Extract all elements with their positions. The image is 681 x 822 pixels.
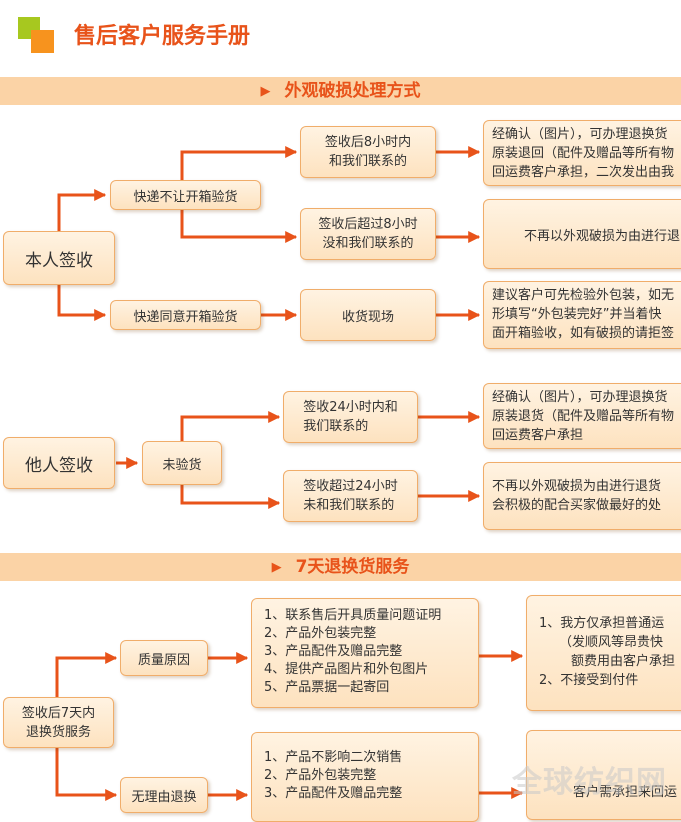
node-not-inspected: 未验货	[142, 441, 222, 485]
node-label: 签收后超过8小时 没和我们联系的	[318, 215, 417, 253]
line: 经确认（图片），可办理退换货	[492, 390, 668, 405]
section-band-appearance: ▶ 外观破损处理方式	[0, 77, 681, 105]
section-title: 外观破损处理方式	[284, 81, 421, 101]
line: 额费用由客户承担	[571, 654, 676, 669]
watermark: 全球纺织网	[512, 765, 667, 800]
node-label: 签收24小时内和 我们联系的	[303, 398, 398, 436]
connector	[180, 411, 281, 441]
connector	[180, 485, 281, 509]
node-on-site: 收货现场	[300, 289, 436, 341]
connector	[55, 748, 118, 801]
line: 签收24小时内和	[303, 400, 398, 415]
line: 经确认（图片），可办理退换货	[492, 127, 668, 142]
node-label: 快递同意开箱验货	[133, 309, 238, 325]
node-courier-allow-open: 快递同意开箱验货	[110, 300, 261, 330]
node-courier-no-open: 快递不让开箱验货	[110, 180, 261, 210]
node-after-24h: 签收超过24小时 未和我们联系的	[283, 470, 418, 522]
line: 签收后7天内	[21, 705, 96, 721]
line: 客户需承担来回运	[573, 785, 678, 800]
node-within-8h: 签收后8小时内 和我们联系的	[300, 126, 436, 178]
result-within-8h: 经确认（图片），可办理退换货 原装退回（配件及赠品等所有物 回运费客户承担，二次…	[483, 120, 681, 186]
line: 1、联系售后开具质量问题证明	[264, 608, 442, 623]
logo-orange-square	[31, 30, 54, 53]
node-label: 本人签收	[25, 250, 93, 271]
connector	[55, 652, 118, 697]
line: 不再以外观破损为由进行退货	[492, 479, 662, 494]
line: 和我们联系的	[328, 154, 407, 169]
line: 签收超过24小时	[303, 479, 398, 494]
line: 原装退回（配件及赠品等所有物	[492, 146, 675, 161]
line: 2、产品外包装完整	[264, 768, 377, 783]
node-after-8h: 签收后超过8小时 没和我们联系的	[300, 208, 436, 260]
line: 不再以外观破损为由进行退	[524, 229, 681, 244]
node-label: 未验货	[162, 457, 202, 473]
section-band-7day: ▶ 7天退换货服务	[0, 553, 681, 581]
node-within-24h: 签收24小时内和 我们联系的	[283, 391, 418, 443]
line: 回运费客户承担，二次发出由我	[492, 165, 675, 180]
result-on-site: 建议客户可先检验外包装，如无 形填写“外包装完好”并当着快 面开箱验收，如有破损…	[483, 281, 681, 349]
line: 建议客户可先检验外包装，如无	[492, 288, 675, 303]
line: 签收后8小时内	[324, 135, 412, 150]
page-title: 售后客户服务手册	[74, 24, 251, 49]
line: 签收后超过8小时	[318, 217, 418, 232]
line: 3、产品配件及赠品完整	[264, 644, 403, 659]
line: 我们联系的	[303, 419, 369, 434]
line: （发顺风等昂贵快	[559, 635, 664, 650]
quality-result: 1、我方仅承担普通运 （发顺风等昂贵快 额费用由客户承担 2、不接受到付件	[526, 595, 681, 711]
line: 3、产品配件及赠品完整	[264, 786, 403, 801]
connector	[180, 210, 298, 243]
node-self-sign: 本人签收	[3, 231, 115, 285]
line: 2、产品外包装完整	[264, 626, 377, 641]
connector	[57, 189, 107, 231]
line: 回运费客户承担	[492, 428, 584, 443]
line: 4、提供产品图片和外包图片	[264, 662, 429, 677]
result-after-24h: 不再以外观破损为由进行退货 会积极的配合买家做最好的处	[483, 462, 681, 530]
node-label: 快递不让开箱验货	[133, 189, 238, 205]
node-7day-service: 签收后7天内 退换货服务	[3, 697, 114, 748]
line: 面开箱验收，如有破损的请拒签	[492, 326, 675, 341]
line: 没和我们联系的	[322, 236, 414, 251]
node-quality-reason: 质量原因	[120, 640, 208, 676]
result-within-24h: 经确认（图片），可办理退换货 原装退货（配件及赠品等所有物 回运费客户承担	[483, 383, 681, 449]
node-label: 他人签收	[25, 455, 93, 476]
connector	[180, 146, 298, 180]
line: 未和我们联系的	[303, 498, 395, 513]
node-label: 签收后7天内 退换货服务	[22, 704, 95, 742]
result-after-8h: 不再以外观破损为由进行退	[483, 199, 681, 269]
line: 会积极的配合买家做最好的处	[492, 498, 662, 513]
line: 1、我方仅承担普通运	[539, 616, 665, 631]
flow-connectors	[55, 146, 524, 801]
play-triangle-icon: ▶	[271, 560, 282, 575]
node-other-sign: 他人签收	[3, 437, 115, 489]
node-label: 质量原因	[137, 652, 190, 668]
node-label: 签收后8小时内 和我们联系的	[325, 133, 411, 171]
line: 2、不接受到付件	[539, 673, 639, 688]
node-label: 签收超过24小时 未和我们联系的	[303, 477, 398, 515]
node-no-reason: 无理由退换	[120, 777, 208, 813]
line: 形填写“外包装完好”并当着快	[492, 307, 662, 322]
line: 原装退货（配件及赠品等所有物	[492, 409, 675, 424]
section-title: 7天退换货服务	[295, 557, 410, 577]
line: 5、产品票据一起寄回	[264, 680, 390, 695]
node-label: 收货现场	[341, 309, 394, 325]
line: 退换货服务	[25, 724, 91, 740]
node-label: 无理由退换	[131, 789, 197, 805]
no-reason-requirements: 1、产品不影响二次销售 2、产品外包装完整 3、产品配件及赠品完整	[251, 732, 479, 822]
connector	[57, 285, 107, 321]
line: 1、产品不影响二次销售	[264, 750, 403, 765]
quality-requirements: 1、联系售后开具质量问题证明 2、产品外包装完整 3、产品配件及赠品完整 4、提…	[251, 598, 479, 708]
play-triangle-icon: ▶	[260, 84, 271, 99]
